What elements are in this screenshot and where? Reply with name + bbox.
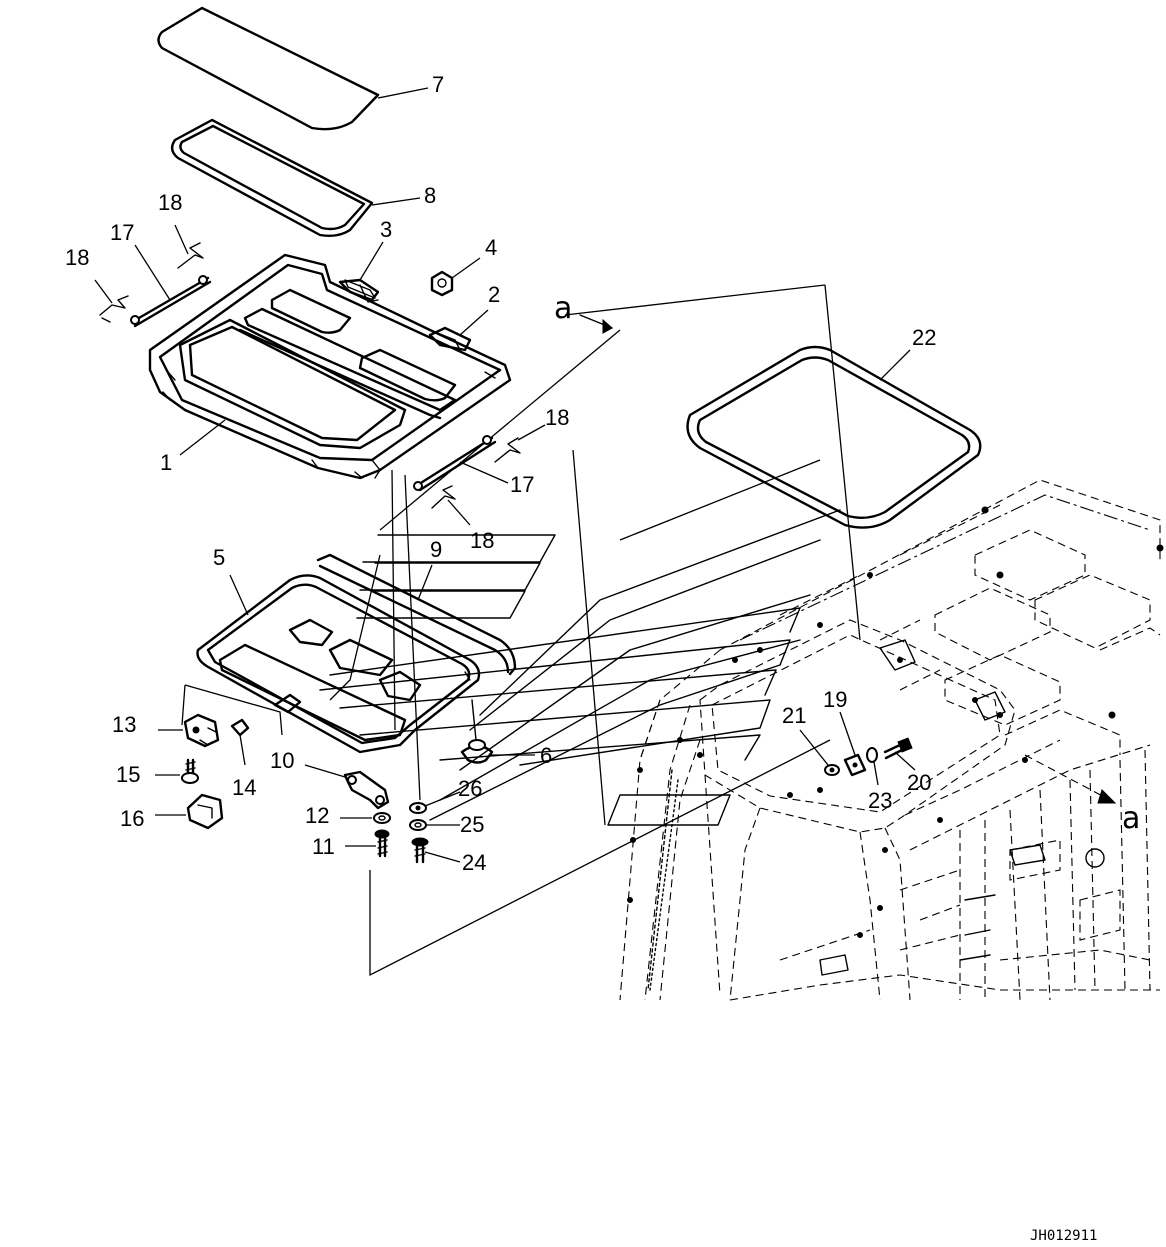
part-13-latch [158, 713, 220, 748]
part-16-latch-receiver [155, 793, 224, 830]
part-12-washer [340, 812, 391, 824]
part-6-knob [460, 699, 535, 764]
view-a-arrow-top [579, 314, 613, 334]
view-marker-top: a [554, 291, 572, 326]
part-17-stay-rod-upper [130, 244, 212, 328]
callout-6: 6 [540, 743, 552, 768]
part-23-washer [866, 747, 879, 786]
drawing-code: JH012911 [1030, 1228, 1097, 1244]
callout-1: 1 [160, 450, 172, 475]
callout-14: 14 [232, 775, 256, 800]
part-15-bolt [155, 758, 199, 784]
callout-26: 26 [458, 776, 482, 801]
callout-24: 24 [462, 850, 486, 875]
part-8-glass-seal [170, 118, 421, 238]
part-4-nut [430, 257, 481, 297]
callout-8: 8 [424, 183, 436, 208]
part-17-stay-rod-lower [413, 435, 509, 492]
callout-5: 5 [213, 545, 225, 570]
callout-25: 25 [460, 812, 484, 837]
callout-20: 20 [907, 770, 931, 795]
callout-11: 11 [312, 834, 335, 859]
part-18-clips [94, 224, 546, 526]
callout-17-lower: 17 [510, 472, 534, 497]
cab-frame [619, 479, 1164, 1001]
view-marker-right: a [1122, 801, 1140, 836]
part-25-washer [409, 819, 460, 831]
part-22-frame-seal [686, 345, 982, 529]
callout-9: 9 [430, 537, 442, 562]
callout-16: 16 [120, 806, 144, 831]
part-9-molding-strip [316, 553, 517, 676]
part-5-inner-panel [196, 574, 481, 754]
callout-18-top-left: 18 [65, 245, 89, 270]
part-20-bolt [883, 737, 916, 771]
callout-17-upper: 17 [110, 220, 134, 245]
callout-22: 22 [912, 325, 936, 350]
callout-2: 2 [488, 282, 500, 307]
callout-18-right: 18 [545, 405, 569, 430]
callout-4: 4 [485, 235, 497, 260]
callout-15: 15 [116, 762, 140, 787]
callout-10: 10 [270, 748, 294, 773]
part-26-nut [409, 791, 461, 814]
latch-group [181, 684, 283, 736]
part-21-nut [799, 729, 840, 776]
assembly-guide-bands [319, 284, 861, 977]
callout-23: 23 [868, 788, 892, 813]
callout-12: 12 [305, 803, 329, 828]
callout-18-bottom: 18 [470, 528, 494, 553]
callout-13: 13 [112, 712, 136, 737]
part-7-roof-glass [157, 6, 429, 131]
callout-19: 19 [823, 687, 847, 712]
part-10-handle [304, 764, 390, 810]
part-24-bolt [411, 837, 461, 864]
part-11-screw [345, 829, 390, 858]
callout-18-top: 18 [158, 190, 182, 215]
part-19-plate [839, 711, 867, 777]
callout-3: 3 [380, 217, 392, 242]
callout-7: 7 [432, 72, 444, 97]
view-a-arrow-right [1024, 754, 1117, 804]
part-1-hatch-frame [148, 253, 512, 480]
part-3-latch-bracket [338, 241, 384, 302]
part-2-bracket [428, 309, 489, 352]
callout-labels: 1 2 3 4 5 6 7 8 9 10 11 12 13 14 15 16 1… [65, 72, 936, 875]
callout-21: 21 [782, 703, 806, 728]
part-14-clip [230, 718, 250, 766]
